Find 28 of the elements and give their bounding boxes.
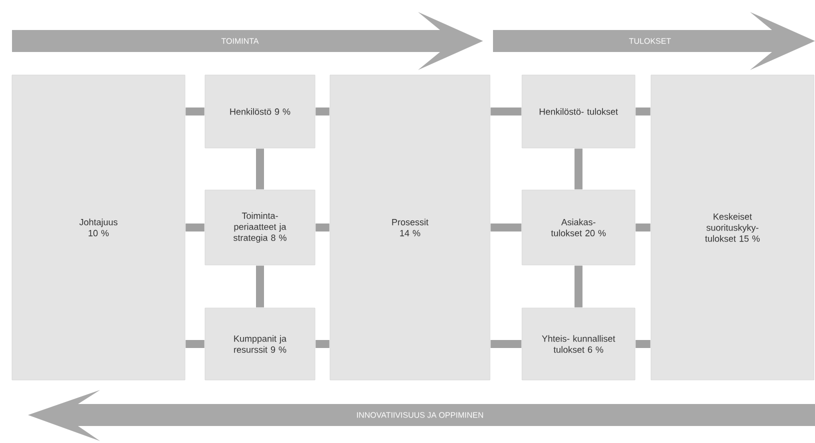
criteria-box: Johtajuus 10 % [12, 74, 186, 380]
connector [256, 148, 264, 190]
criteria-box: Henkilöstö 9 % [204, 74, 316, 148]
arrow-label: TOIMINTA [221, 38, 259, 44]
connector [490, 108, 522, 116]
criteria-box: Asiakas- tulokset 20 % [522, 190, 636, 266]
connector [316, 224, 330, 232]
criteria-box: Keskeiset suorituskyky- tulokset 15 % [650, 74, 814, 380]
criteria-box: Kumppanit ja resurssit 9 % [204, 308, 316, 380]
connector [574, 148, 582, 190]
connector [574, 266, 582, 308]
connector [186, 224, 204, 232]
criteria-box: Yhteis- kunnalliset tulokset 6 % [522, 308, 636, 380]
connector [490, 224, 522, 232]
connector [186, 108, 204, 116]
connector [186, 340, 204, 348]
criteria-box: Toiminta- periaatteet ja strategia 8 % [204, 190, 316, 266]
connector [636, 108, 650, 116]
connector [256, 266, 264, 308]
connector [316, 108, 330, 116]
connector [316, 340, 330, 348]
connector [490, 340, 522, 348]
arrow-label: INNOVATIIVISUUS JA OPPIMINEN [357, 412, 483, 418]
arrow-label: TULOKSET [629, 38, 671, 44]
connector [636, 224, 650, 232]
connector [636, 340, 650, 348]
criteria-box: Prosessit 14 % [330, 74, 490, 380]
criteria-box: Henkilöstö- tulokset [522, 74, 636, 148]
